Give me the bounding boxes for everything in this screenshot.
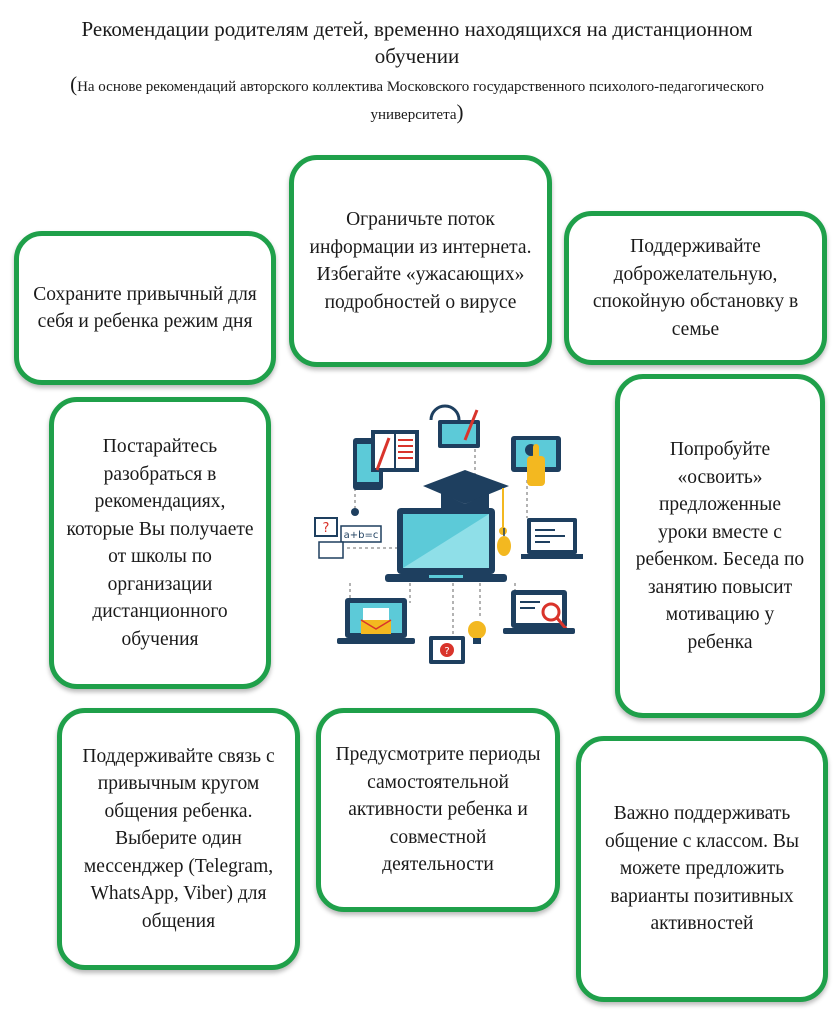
email-laptop-icon (337, 598, 415, 644)
page-subtitle: (На основе рекомендаций авторского колле… (60, 72, 774, 128)
formula-label: a+b=c (344, 530, 379, 541)
online-learning-illustration: ? a+b=c ? (314, 404, 583, 664)
question-mark-label: ? (444, 646, 449, 657)
headset-tablet-icon (429, 404, 480, 448)
tip-text: Предусмотрите периоды самостоятельной ак… (335, 744, 541, 876)
laptop-icon (385, 508, 507, 582)
subtitle-open-paren: ( (70, 72, 78, 96)
magnifier-laptop-icon (503, 590, 575, 634)
tip-card-learn-together: Попробуйте «освоить» предложенные уроки … (615, 374, 825, 718)
tip-text: Поддерживайте доброжелательную, спокойну… (592, 236, 799, 340)
tip-text: Попробуйте «освоить» предложенные уроки … (635, 439, 805, 653)
lightbulb-icon (468, 621, 486, 644)
question-mark-label: ? (323, 521, 330, 536)
tip-card-independent-activity: Предусмотрите периоды самостоятельной ак… (316, 708, 560, 912)
subtitle-close-paren: ) (456, 100, 464, 124)
tip-text: Сохраните привычный для себя и ребенка р… (33, 283, 257, 333)
tip-card-limit-info: Ограничьте поток информации из интернета… (289, 155, 552, 367)
mouse-icon (497, 528, 511, 556)
touch-screen-icon (511, 436, 561, 486)
monitor-icon (521, 518, 583, 559)
tip-card-calm-atmosphere: Поддерживайте доброжелательную, спокойну… (564, 211, 827, 365)
connector-lines-icon (347, 443, 528, 636)
tip-text: Поддерживайте связь с привычным кругом о… (82, 745, 275, 932)
tip-card-routine: Сохраните привычный для себя и ребенка р… (14, 231, 276, 385)
tip-text: Важно поддерживать общение с классом. Вы… (604, 803, 800, 935)
tip-card-class-communication: Важно поддерживать общение с классом. Вы… (576, 736, 828, 1002)
subtitle-text: На основе рекомендаций авторского коллек… (77, 79, 764, 123)
tip-card-school-recommendations: Постарайтесь разобраться в рекомендациях… (49, 397, 271, 689)
question-tablet-icon: ? (429, 636, 465, 664)
tip-text: Ограничьте поток информации из интернета… (309, 209, 532, 313)
tablet-books-icon (353, 430, 419, 490)
tip-text: Постарайтесь разобраться в рекомендациях… (66, 436, 254, 650)
page-title: Рекомендации родителям детей, временно н… (81, 17, 753, 68)
formula-board-icon: ? a+b=c (314, 508, 382, 559)
tip-card-messenger: Поддерживайте связь с привычным кругом о… (57, 708, 300, 970)
